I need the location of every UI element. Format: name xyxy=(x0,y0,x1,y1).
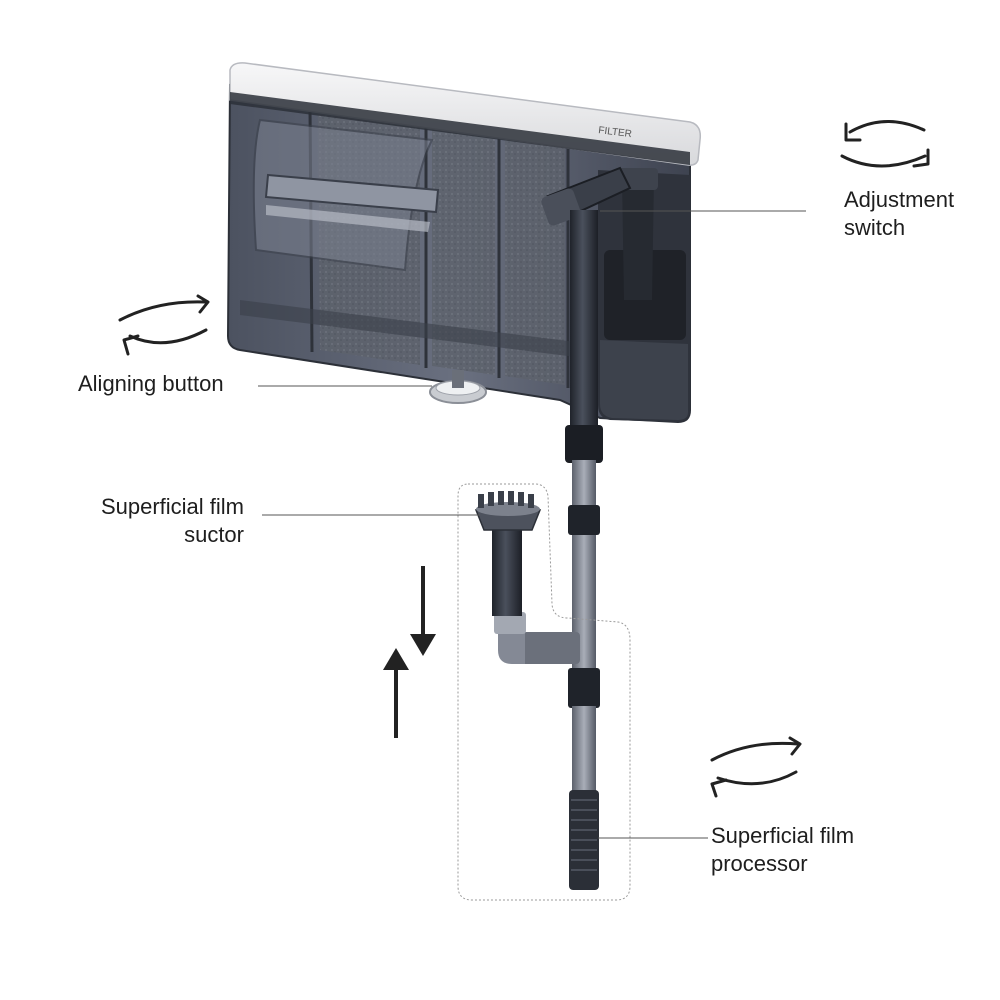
processor-outline xyxy=(457,483,631,901)
label-aligning-button: Aligning button xyxy=(78,371,224,396)
filter-box: FILTER xyxy=(226,62,702,424)
label-film-processor: Superficial film processor xyxy=(711,823,855,876)
surface-skimmer xyxy=(457,483,631,901)
sponge-middle xyxy=(432,124,495,375)
intake-pipe xyxy=(541,166,632,890)
pipe-coupler-top xyxy=(565,425,603,463)
pipe-coupler-mid xyxy=(568,668,600,708)
label-adjustment-switch: Adjustment switch xyxy=(844,187,955,240)
skimmer-column xyxy=(492,520,522,616)
rotate-arrows-aligning xyxy=(118,294,210,356)
upper-pipe-section xyxy=(570,210,598,430)
height-adjust-arrows xyxy=(383,566,436,738)
callout-lines xyxy=(258,210,806,839)
brand-text: FILTER xyxy=(598,125,633,140)
t-junction xyxy=(518,632,580,664)
rotate-arrows-processor xyxy=(710,736,802,798)
label-film-suctor: Superficial film suctor xyxy=(100,494,244,547)
rotate-arrows-adjust xyxy=(840,120,930,168)
